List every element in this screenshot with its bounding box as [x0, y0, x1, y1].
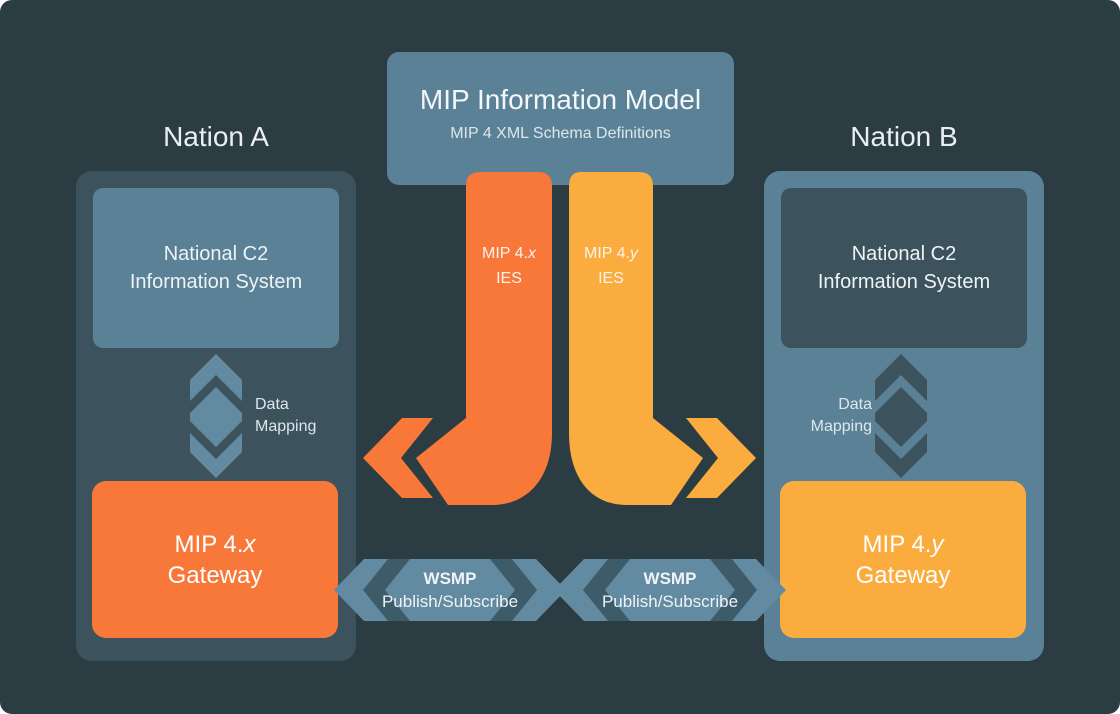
ies-ribbon-right	[569, 172, 703, 505]
nation-b-c2-line2: Information System	[817, 271, 991, 293]
wsmp-right-title: WSMP	[643, 569, 697, 588]
gateway-a-name: MIP 4.x	[174, 530, 256, 558]
wsmp-left-label: WSMP Publish/Subscribe	[365, 567, 535, 613]
data-mapping-label-b: Data Mapping	[810, 396, 872, 435]
nation-a-c2-line1: National C2	[163, 243, 269, 265]
nation-a-title: Nation A	[163, 121, 269, 152]
nation-b-c2-line1: National C2	[851, 243, 957, 265]
mip-gateway-a-box: MIP 4.x Gateway	[92, 481, 338, 638]
gateway-b-name: MIP 4.y	[862, 530, 944, 558]
gateway-b-label: Gateway	[855, 561, 951, 589]
ies-left-label: MIP 4.x IES	[454, 241, 564, 291]
mip-gateway-b-box: MIP 4.y Gateway	[780, 481, 1026, 638]
ies-left-name: MIP 4.x	[482, 245, 536, 262]
wsmp-left-subtitle: Publish/Subscribe	[381, 592, 519, 611]
wsmp-left-title: WSMP	[423, 569, 477, 588]
mip-model-title: MIP Information Model	[419, 84, 702, 115]
nation-a-c2-system-box: National C2 Information System	[93, 188, 339, 348]
ies-right-chevron-icon	[686, 418, 756, 498]
nation-a-c2-line2: Information System	[129, 271, 303, 293]
mip-model-subtitle: MIP 4 XML Schema Definitions	[450, 125, 671, 142]
gateway-a-label: Gateway	[167, 561, 263, 589]
ies-left-chevron-icon	[363, 418, 433, 498]
nation-b-c2-system-box: National C2 Information System	[781, 188, 1027, 348]
mip-information-model-box: MIP Information Model MIP 4 XML Schema D…	[387, 52, 734, 185]
nation-b-title: Nation B	[850, 121, 958, 152]
data-mapping-label-a: Data Mapping	[255, 396, 317, 435]
ies-right-name: MIP 4.y	[584, 245, 638, 262]
ies-right-label: MIP 4.y IES	[556, 241, 666, 291]
ies-ribbon-left	[416, 172, 552, 505]
wsmp-right-subtitle: Publish/Subscribe	[601, 592, 739, 611]
ies-right-line2: IES	[598, 270, 624, 287]
ies-left-line2: IES	[496, 270, 522, 287]
wsmp-right-label: WSMP Publish/Subscribe	[585, 567, 755, 613]
